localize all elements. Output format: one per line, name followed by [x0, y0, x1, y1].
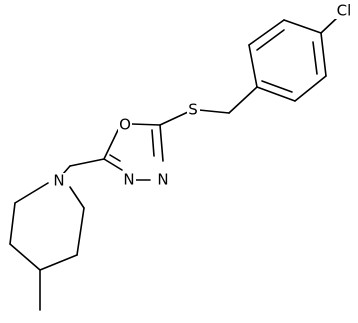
bond-ring-c1-c2: [320, 32, 327, 77]
bond-ring-c4-c5: [248, 44, 258, 88]
sulfur-label: S: [188, 101, 198, 119]
nitrogen-ring-b-atom: N: [122, 171, 136, 189]
oxygen-atom: O: [118, 116, 132, 134]
sulfur-atom: S: [187, 101, 200, 119]
bond-c2-c3-pip: [76, 207, 85, 256]
bond-c6-n-pip: [14, 182, 49, 204]
bond-ring-c5-c6: [248, 19, 285, 46]
bond-o-c2: [131, 123, 161, 126]
bond-c1-cl: [320, 16, 339, 34]
bond-ch2-n: [62, 165, 71, 175]
bond-c5-o: [103, 129, 119, 160]
bond-c5-c6-pip: [9, 202, 16, 245]
bond-n-c2-pip: [69, 186, 85, 209]
bond-ring-c5-c6-inner: [256, 29, 285, 51]
bond-c2-n3-inner: [151, 129, 155, 157]
nitrogen-ring-b-label: N: [123, 171, 134, 189]
nitrogen-ring-a-label: N: [157, 171, 168, 189]
bond-ring-c3-c4: [256, 86, 296, 102]
nitrogen-piperidine-label: N: [53, 172, 64, 190]
chlorine-atom: Cl: [333, 2, 355, 20]
oxygen-label: O: [119, 116, 131, 134]
bond-ring-c2-c3: [294, 75, 327, 102]
atom-labels: O S N N N Cl: [52, 2, 355, 190]
bond-ring-c6-c1: [283, 19, 322, 34]
bond-s-c2: [159, 111, 189, 126]
bond-c4-c5-pip: [9, 243, 41, 271]
bond-c3-c4-pip: [39, 254, 78, 271]
nitrogen-ring-a-atom: N: [156, 171, 170, 189]
bonds: [9, 16, 339, 311]
bond-c5-ch2: [69, 158, 105, 167]
bond-ring-c3-c4-inner: [261, 80, 293, 93]
bond-ring-ch2: [228, 86, 258, 114]
bond-ch2-s: [198, 109, 230, 114]
bond-ring-c1-c2-inner: [312, 41, 318, 75]
chlorine-label: Cl: [337, 2, 352, 20]
bond-c2-n3: [159, 124, 164, 162]
bond-n4-c5: [103, 158, 123, 171]
nitrogen-piperidine-atom: N: [52, 172, 66, 190]
bond-n4-c5-inner: [109, 154, 121, 162]
